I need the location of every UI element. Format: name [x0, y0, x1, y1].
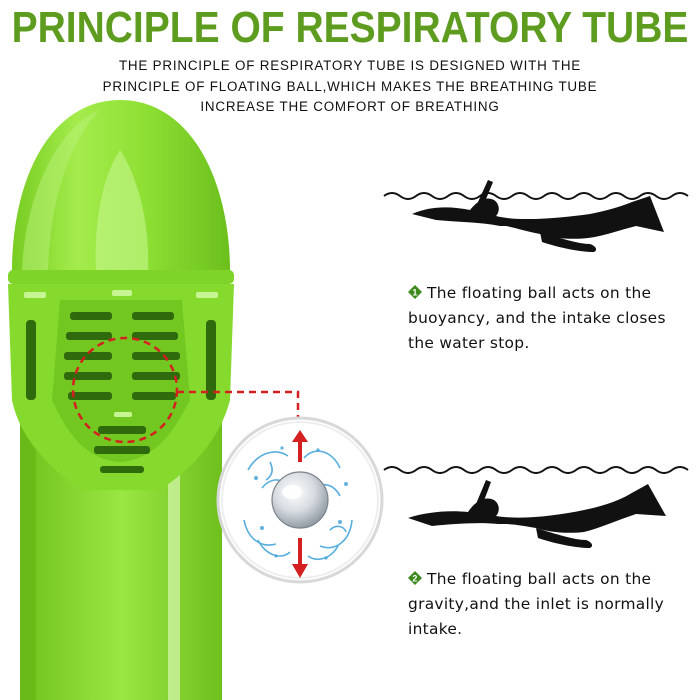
water-wave-line [383, 466, 689, 474]
page-subtitle: THE PRINCIPLE OF RESPIRATORY TUBE IS DES… [40, 56, 660, 118]
badge-number: 2 [412, 574, 417, 584]
swimmer-silhouette [408, 480, 666, 548]
snorkel-tube-icon [8, 100, 234, 700]
water-wave-line [383, 192, 689, 200]
badge-number: 1 [412, 288, 417, 298]
number-badge-icon: 1 [408, 285, 422, 299]
grille-slots [26, 312, 216, 473]
caption-buoyancy: 1 The floating ball acts on the buoyancy… [408, 281, 698, 356]
caption-line: buoyancy, and the intake closes [408, 309, 666, 327]
subtitle-line: INCREASE THE COMFORT OF BREATHING [200, 99, 500, 114]
caption-line: gravity,and the inlet is normally [408, 595, 665, 613]
callout-connector [177, 390, 300, 428]
caption-line: the water stop. [408, 334, 530, 352]
number-badge-icon: 2 [408, 571, 422, 585]
caption-line: intake. [408, 620, 463, 638]
caption-line: The floating ball acts on the [427, 570, 652, 588]
caption-gravity: 2 The floating ball acts on the gravity,… [408, 567, 698, 642]
callout-circle [71, 336, 179, 444]
subtitle-line: THE PRINCIPLE OF RESPIRATORY TUBE IS DES… [118, 58, 582, 73]
subtitle-line: PRINCIPLE OF FLOATING BALL,WHICH MAKES T… [102, 78, 598, 94]
swimmer-silhouette [412, 180, 664, 252]
page-title: PRINCIPLE OF RESPIRATORY TUBE [11, 4, 689, 53]
caption-line: The floating ball acts on the [427, 284, 652, 302]
floating-ball-icon [216, 416, 384, 584]
